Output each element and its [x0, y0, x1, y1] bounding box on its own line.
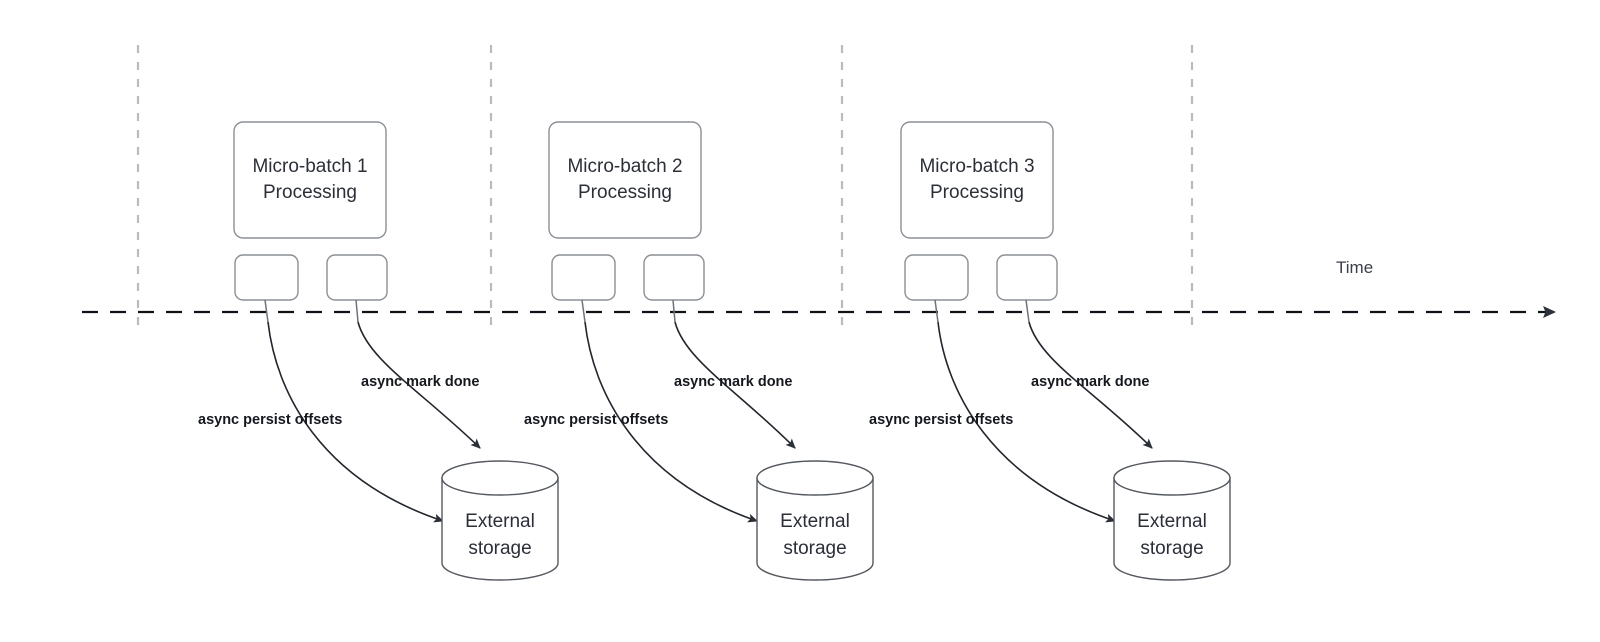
micro-batch-2-label-line1: Micro-batch 2	[567, 156, 682, 177]
external-storage-3-body	[1113, 477, 1231, 581]
micro-batch-3-label-line1: Micro-batch 3	[919, 156, 1034, 177]
micro-batch-2-label-line2: Processing	[578, 182, 672, 203]
external-storage-3-label-line2: storage	[1140, 538, 1203, 559]
external-storage-1-body	[441, 477, 559, 581]
micro-batch-2-processing-box[interactable]	[548, 121, 702, 239]
micro-batch-2-task-box-persist[interactable]	[551, 254, 616, 301]
micro-batch-2-task-box-mark-done[interactable]	[643, 254, 705, 301]
micro-batch-1-mark-done-label: async mark done	[361, 374, 479, 390]
micro-batch-1-persist-offsets-label: async persist offsets	[198, 412, 342, 428]
external-storage-cylinder-3: External storage	[1113, 460, 1231, 581]
external-storage-2-label-line2: storage	[783, 538, 846, 559]
micro-batch-3-task-box-mark-done[interactable]	[996, 254, 1058, 301]
micro-batch-1-task-box-persist[interactable]	[234, 254, 299, 301]
time-axis-label: Time	[1336, 258, 1373, 277]
external-storage-1-label-line1: External	[465, 511, 535, 532]
external-storage-cylinder-1: External storage	[441, 460, 559, 581]
micro-batch-2-persist-stem	[581, 299, 586, 323]
external-storage-1-top	[441, 460, 559, 496]
external-storage-3-label-line1: External	[1137, 511, 1207, 532]
micro-batch-2-mark-done-label: async mark done	[674, 374, 792, 390]
micro-batch-group-1: Micro-batch 1 Processing async mark done…	[198, 121, 559, 581]
micro-batch-3-persist-offsets-arrow	[937, 321, 1116, 523]
time-axis: Time	[82, 258, 1556, 318]
micro-batch-3-persist-offsets-label: async persist offsets	[869, 412, 1013, 428]
micro-batch-3-mark-done-stem	[1025, 299, 1030, 323]
micro-batch-1-persist-stem	[264, 299, 269, 323]
external-storage-2-top	[756, 460, 874, 496]
micro-batch-3-label-line2: Processing	[930, 182, 1024, 203]
micro-batch-3-mark-done-label: async mark done	[1031, 374, 1149, 390]
external-storage-2-label-line1: External	[780, 511, 850, 532]
micro-batch-3-task-box-persist[interactable]	[904, 254, 969, 301]
external-storage-1-label-line2: storage	[468, 538, 531, 559]
external-storage-3-top	[1113, 460, 1231, 496]
micro-batch-1-mark-done-stem	[355, 299, 359, 323]
micro-batch-3-processing-box[interactable]	[900, 121, 1054, 239]
external-storage-2-body	[756, 477, 874, 581]
micro-batch-1-label-line1: Micro-batch 1	[252, 156, 367, 177]
micro-batch-group-3: Micro-batch 3 Processing async mark done…	[869, 121, 1231, 581]
micro-batch-1-task-box-mark-done[interactable]	[326, 254, 388, 301]
micro-batch-2-persist-offsets-arrow	[584, 321, 758, 523]
external-storage-cylinder-2: External storage	[756, 460, 874, 581]
micro-batch-2-persist-offsets-label: async persist offsets	[524, 412, 668, 428]
batch-boundaries	[136, 45, 1194, 330]
micro-batch-3-mark-done-arrow	[1028, 321, 1153, 449]
micro-batch-group-2: Micro-batch 2 Processing async mark done…	[524, 121, 874, 581]
micro-batch-1-persist-offsets-arrow	[267, 321, 444, 523]
micro-batch-3-persist-stem	[934, 299, 939, 323]
micro-batch-2-mark-done-stem	[672, 299, 676, 323]
micro-batch-2-mark-done-arrow	[674, 321, 796, 449]
micro-batch-1-mark-done-arrow	[357, 321, 481, 449]
micro-batch-1-processing-box[interactable]	[233, 121, 387, 239]
micro-batch-1-label-line2: Processing	[263, 182, 357, 203]
